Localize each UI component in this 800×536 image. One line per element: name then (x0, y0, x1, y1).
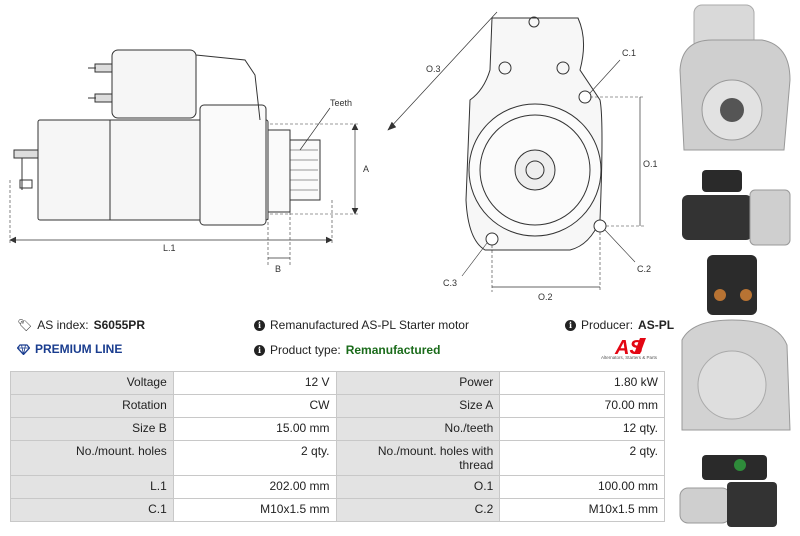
table-row: C.1 M10x1.5 mm C.2 M10x1.5 mm (10, 498, 665, 522)
spec-label: C.2 (335, 498, 501, 522)
diamond-icon (17, 343, 30, 355)
label-o1: O.1 (643, 159, 658, 169)
as-index-label: AS index: (37, 318, 89, 332)
side-view (9, 49, 360, 265)
as-index-value: S6055PR (93, 318, 145, 332)
producer-value: AS-PL (638, 318, 675, 332)
tags-icon: 🏷 (17, 318, 33, 332)
table-row: Voltage 12 V Power 1.80 kW (10, 371, 665, 395)
spec-value: M10x1.5 mm (499, 498, 665, 522)
technical-drawing: Teeth A B L.1 O.1 O.2 O.3 C.1 C.2 C.3 (9, 11, 658, 302)
spec-value: 2 qty. (172, 440, 337, 476)
spec-value: 2 qty. (499, 440, 665, 476)
spec-label: Rotation (10, 394, 174, 418)
spec-label: O.1 (335, 475, 501, 499)
spec-value: 100.00 mm (499, 475, 665, 499)
info-icon: i (565, 319, 576, 331)
spec-value: M10x1.5 mm (172, 498, 337, 522)
photo-front (679, 4, 791, 151)
photo-side-1 (682, 170, 791, 246)
table-row: No./mount. holes 2 qty. No./mount. holes… (10, 440, 665, 476)
label-teeth: Teeth (330, 98, 352, 108)
producer-label: Producer: (581, 318, 634, 332)
premium-line: PREMIUM LINE (17, 342, 122, 356)
table-row: L.1 202.00 mm O.1 100.00 mm (10, 475, 665, 499)
label-b: B (275, 264, 281, 274)
spec-value: 15.00 mm (172, 417, 337, 441)
specs-table: Voltage 12 V Power 1.80 kW Rotation CW S… (10, 371, 665, 522)
product-type: i Product type: Remanufactured (254, 343, 440, 357)
info-icon: i (254, 344, 265, 356)
spec-value: 1.80 kW (499, 371, 665, 395)
table-row: Size B 15.00 mm No./teeth 12 qty. (10, 417, 665, 441)
description-text: Remanufactured AS-PL Starter motor (270, 318, 469, 332)
spec-value: 12 qty. (499, 417, 665, 441)
spec-label: Voltage (10, 371, 174, 395)
brand-tagline: Alternators, Starters & Parts (601, 355, 658, 360)
label-l1: L.1 (163, 243, 176, 253)
spec-label: No./mount. holes with thread (335, 440, 501, 476)
spec-value: 70.00 mm (499, 394, 665, 418)
photo-side-2 (679, 455, 777, 527)
spec-value: 202.00 mm (172, 475, 337, 499)
spec-label: Size B (10, 417, 174, 441)
spec-value: 12 V (172, 371, 337, 395)
label-c1: C.1 (622, 48, 636, 58)
spec-label: L.1 (10, 475, 174, 499)
label-o2: O.2 (538, 292, 553, 302)
spec-label: C.1 (10, 498, 174, 522)
product-photos (679, 4, 791, 527)
label-a: A (363, 164, 369, 174)
product-type-value: Remanufactured (345, 343, 441, 357)
spec-label: Size A (335, 394, 501, 418)
spec-label: Power (335, 371, 501, 395)
spec-value: CW (172, 394, 337, 418)
producer: i Producer: AS-PL (565, 318, 674, 332)
label-c3: C.3 (443, 278, 457, 288)
info-icon: i (254, 319, 265, 331)
product-description: i Remanufactured AS-PL Starter motor (254, 318, 469, 332)
label-o3: O.3 (426, 64, 441, 74)
product-type-label: Product type: (270, 343, 341, 357)
as-index: 🏷 AS index: S6055PR (17, 318, 145, 332)
photo-rear (681, 255, 791, 431)
front-view (387, 11, 645, 292)
table-row: Rotation CW Size A 70.00 mm (10, 394, 665, 418)
spec-label: No./mount. holes (10, 440, 174, 476)
premium-label: PREMIUM LINE (35, 342, 123, 356)
brand-logo: AS (614, 337, 646, 359)
spec-label: No./teeth (335, 417, 501, 441)
label-c2: C.2 (637, 264, 651, 274)
